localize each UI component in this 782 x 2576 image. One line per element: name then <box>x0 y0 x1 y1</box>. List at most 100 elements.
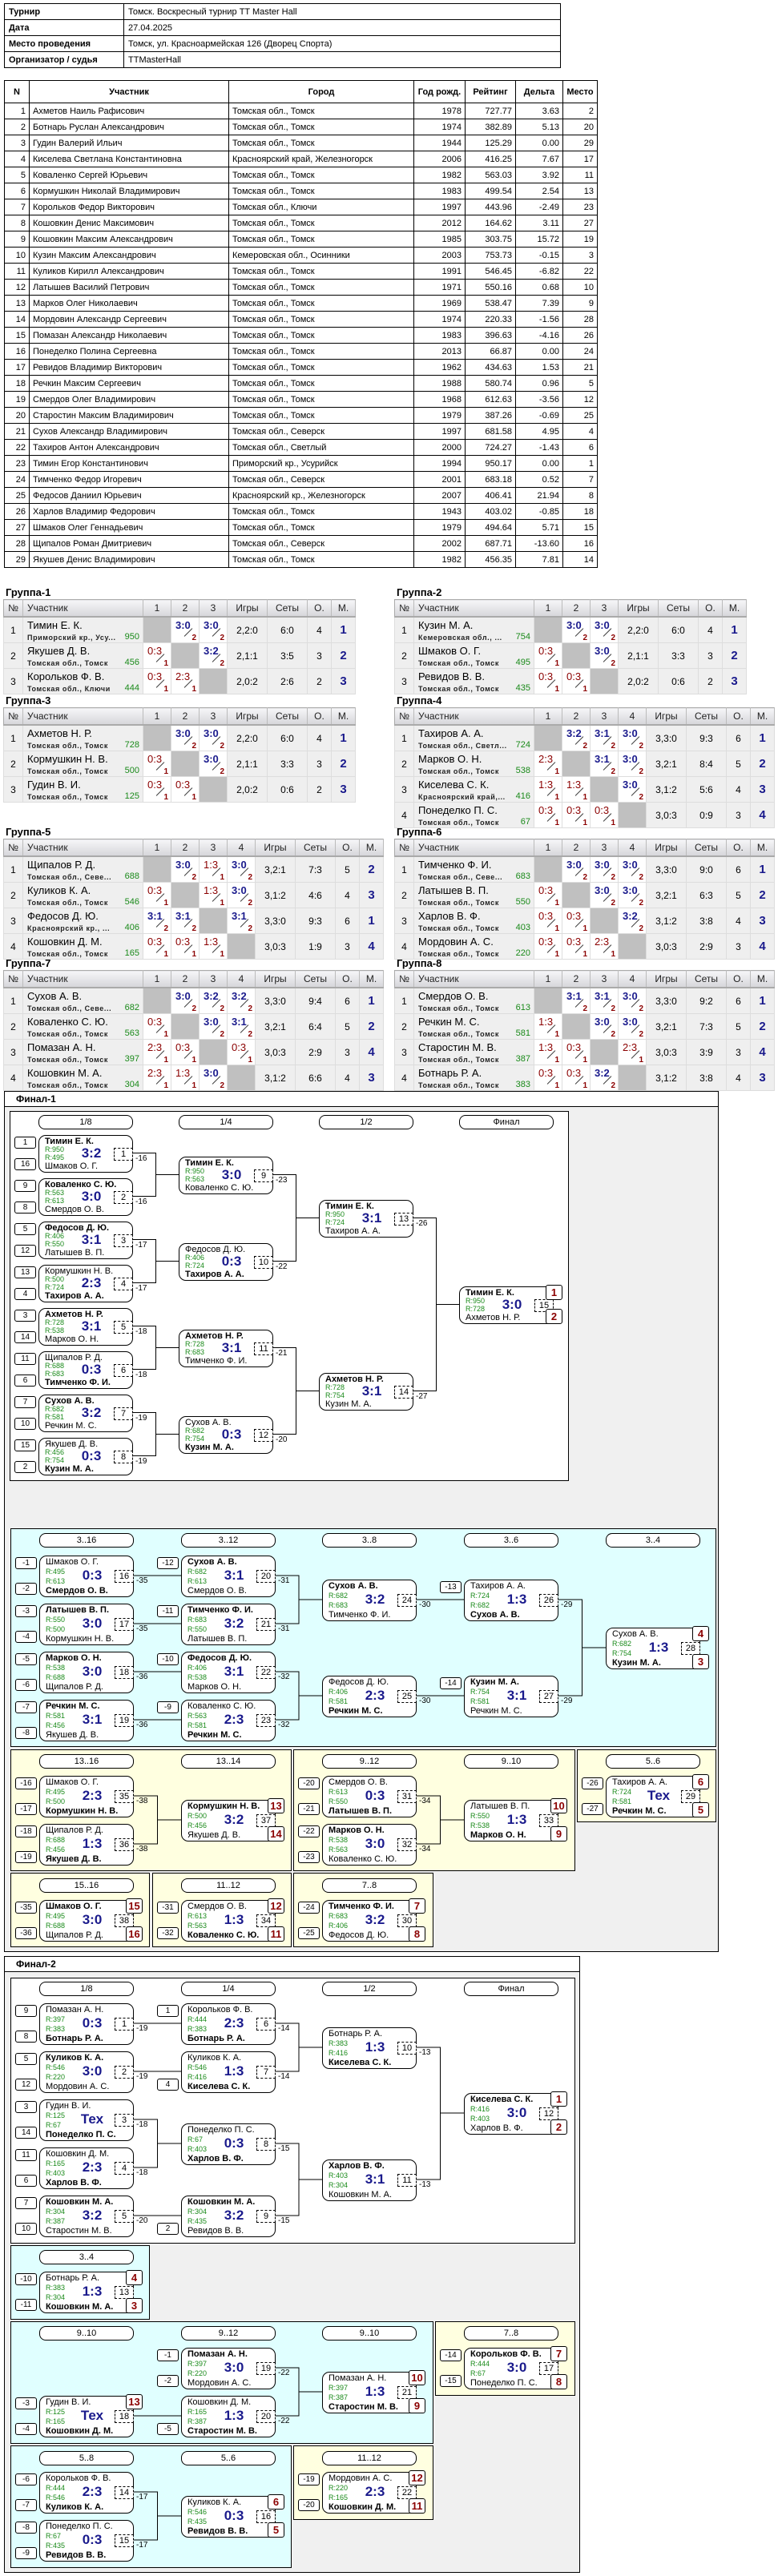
column-header[interactable]: Рейтинг <box>465 80 516 103</box>
column-header[interactable]: N <box>4 80 30 103</box>
player-cell[interactable]: Тахиров А. А.Томская обл., Светл...724 <box>413 724 534 751</box>
player-cell[interactable]: Кузин М. А.Кемеровская обл., ...754 <box>413 616 534 643</box>
column-header[interactable]: Год рожд. <box>413 80 466 103</box>
column-header[interactable]: Место <box>562 80 598 103</box>
column-header[interactable]: Дельта <box>515 80 563 103</box>
player-cell[interactable]: Щипалов Р. Д.Томская обл., Севе...688 <box>22 855 143 883</box>
player-cell[interactable]: Киселева С. К.Красноярский край,...416 <box>413 776 534 803</box>
player-cell[interactable]: Сухов А. В.Томская обл., Севе...682 <box>22 987 143 1014</box>
